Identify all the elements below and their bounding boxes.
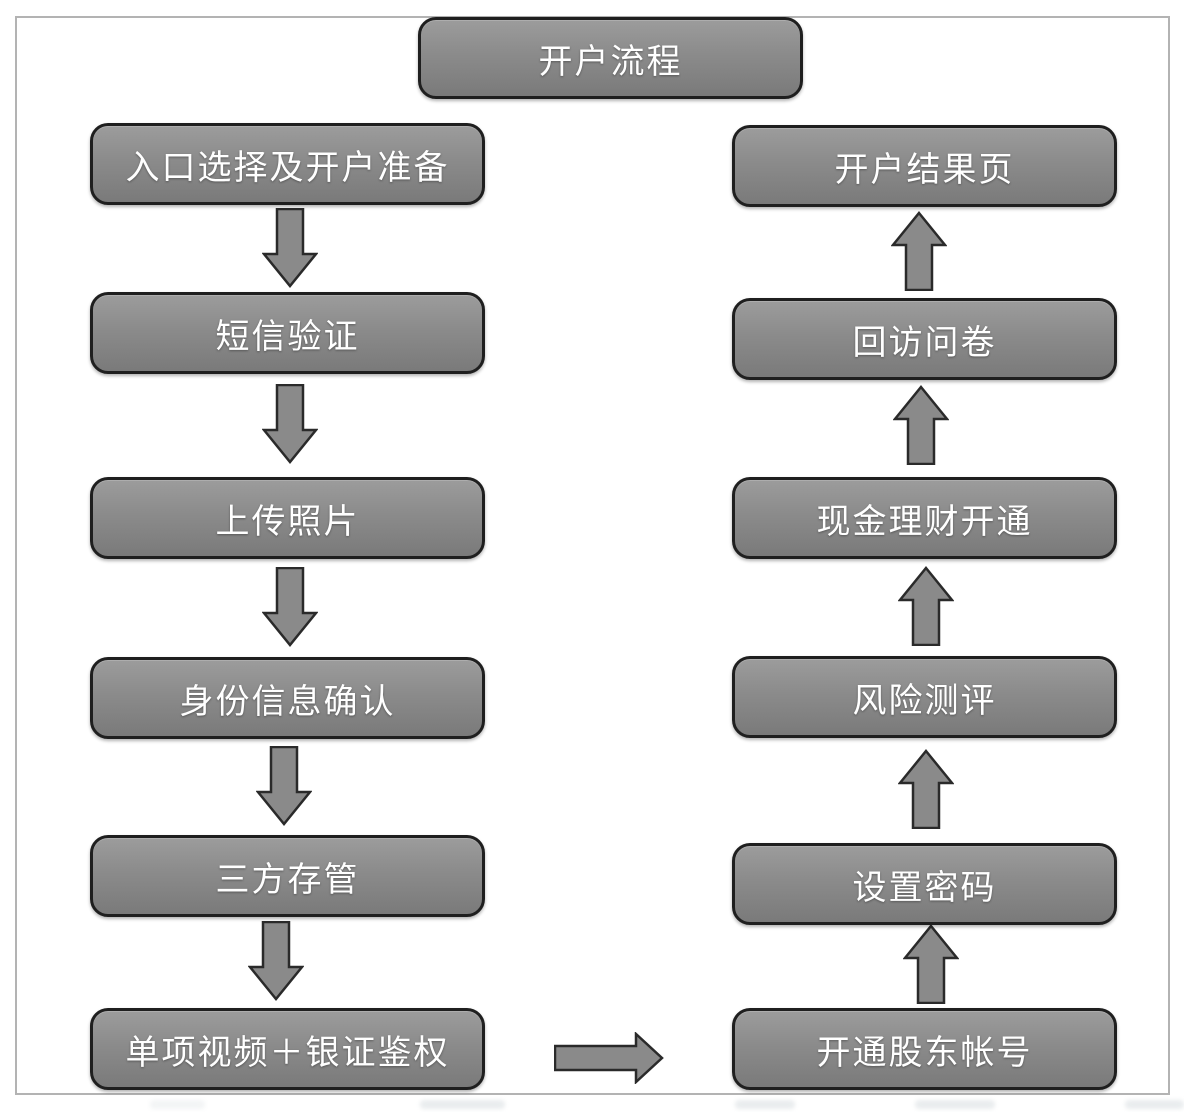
arrow-up-icon <box>898 566 954 646</box>
arrow-up-icon <box>891 211 947 291</box>
flow-node-label: 三方存管 <box>215 861 360 899</box>
arrow-up-icon <box>903 924 959 1004</box>
flow-node-set-password: 设置密码 <box>732 843 1117 925</box>
flow-node-label: 入口选择及开户准备 <box>125 149 450 187</box>
flow-node-video-auth: 单项视频＋银证鉴权 <box>90 1008 485 1090</box>
flow-node-label: 开通股东帐号 <box>816 1034 1033 1072</box>
flow-node-label: 设置密码 <box>852 869 997 907</box>
flow-node-identity-confirm: 身份信息确认 <box>90 657 485 739</box>
arrow-right-icon <box>554 1032 664 1084</box>
flow-node-sms-verify: 短信验证 <box>90 292 485 374</box>
arrow-up-icon <box>898 749 954 829</box>
arrow-up-icon <box>893 385 949 465</box>
cropped-bottom-artifacts <box>0 1098 1184 1112</box>
arrow-down-icon <box>248 921 304 1001</box>
flow-node-label: 上传照片 <box>215 503 360 541</box>
flow-node-label: 现金理财开通 <box>816 503 1033 541</box>
flow-node-third-party-depository: 三方存管 <box>90 835 485 917</box>
flow-node-cash-management: 现金理财开通 <box>732 477 1117 559</box>
arrow-down-icon <box>262 208 318 288</box>
flow-node-label: 风险测评 <box>852 682 997 720</box>
flow-node-title: 开户流程 <box>418 17 803 99</box>
flow-node-label: 单项视频＋银证鉴权 <box>125 1034 450 1072</box>
flow-node-label: 短信验证 <box>215 318 360 356</box>
arrow-down-icon <box>256 746 312 826</box>
flow-node-label: 回访问卷 <box>852 324 997 362</box>
flow-node-label: 开户结果页 <box>834 151 1015 189</box>
flow-node-entry-prep: 入口选择及开户准备 <box>90 123 485 205</box>
arrow-down-icon <box>262 567 318 647</box>
flow-node-shareholder-account: 开通股东帐号 <box>732 1008 1117 1090</box>
flow-node-label: 开户流程 <box>538 43 683 81</box>
flow-node-risk-assessment: 风险测评 <box>732 656 1117 738</box>
arrow-down-icon <box>262 384 318 464</box>
flow-node-label: 身份信息确认 <box>179 683 396 721</box>
flow-node-result-page: 开户结果页 <box>732 125 1117 207</box>
flow-node-callback-questionnaire: 回访问卷 <box>732 298 1117 380</box>
flow-node-upload-photo: 上传照片 <box>90 477 485 559</box>
